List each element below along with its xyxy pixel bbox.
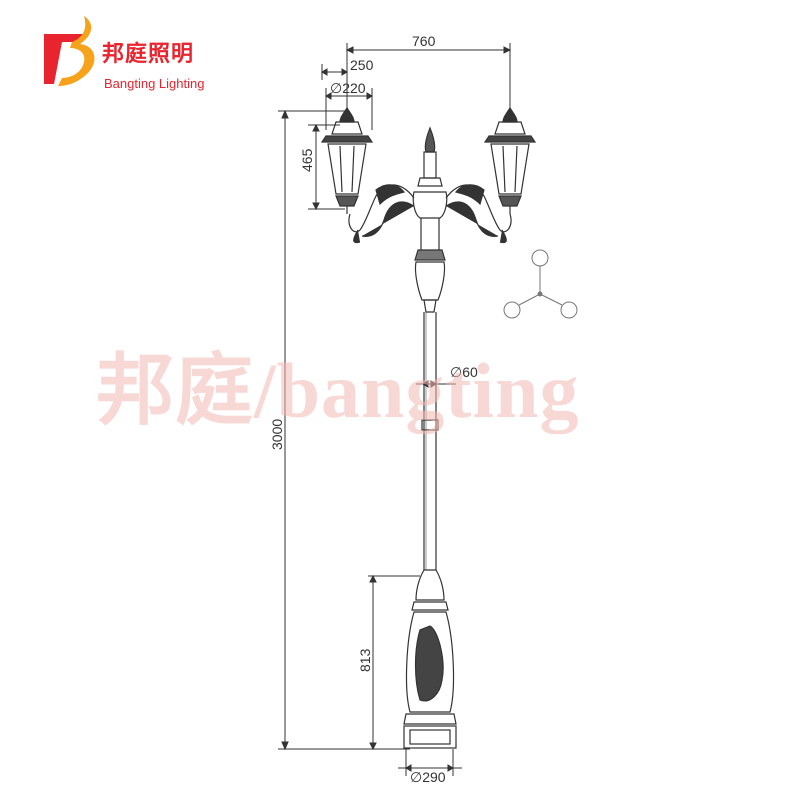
label-total-height: 3000 bbox=[269, 419, 285, 450]
lamp-pole bbox=[403, 126, 457, 749]
dimension-base-height bbox=[368, 574, 420, 751]
logo-orange-stroke bbox=[58, 16, 95, 86]
logo-red-stroke bbox=[44, 34, 86, 84]
label-base-diameter: ∅290 bbox=[410, 769, 446, 785]
label-lantern-diameter: ∅220 bbox=[330, 80, 366, 96]
label-base-height: 813 bbox=[357, 648, 373, 672]
label-arm-offset: 250 bbox=[350, 57, 374, 73]
label-pole-diameter: ∅60 bbox=[450, 364, 478, 380]
dimension-arm-offset bbox=[321, 64, 348, 80]
dimension-arm-span bbox=[345, 43, 512, 118]
lantern-left bbox=[320, 106, 374, 214]
dimension-lantern-diameter bbox=[325, 88, 373, 130]
brand-name-english: Bangting Lighting bbox=[104, 76, 205, 91]
lantern-right bbox=[483, 106, 537, 214]
label-lantern-height: 465 bbox=[299, 148, 315, 172]
brand-logo bbox=[44, 16, 95, 86]
dimension-base-diameter bbox=[398, 749, 462, 776]
dimension-total-height bbox=[278, 109, 410, 751]
top-view-schematic bbox=[503, 249, 578, 319]
lamp-arm-left bbox=[348, 184, 415, 244]
watermark-text: 邦庭/bangting bbox=[96, 347, 580, 434]
brand-name-chinese: 邦庭照明 bbox=[102, 42, 195, 67]
lamp-arm-right bbox=[445, 184, 512, 244]
label-arm-span: 760 bbox=[412, 33, 436, 49]
